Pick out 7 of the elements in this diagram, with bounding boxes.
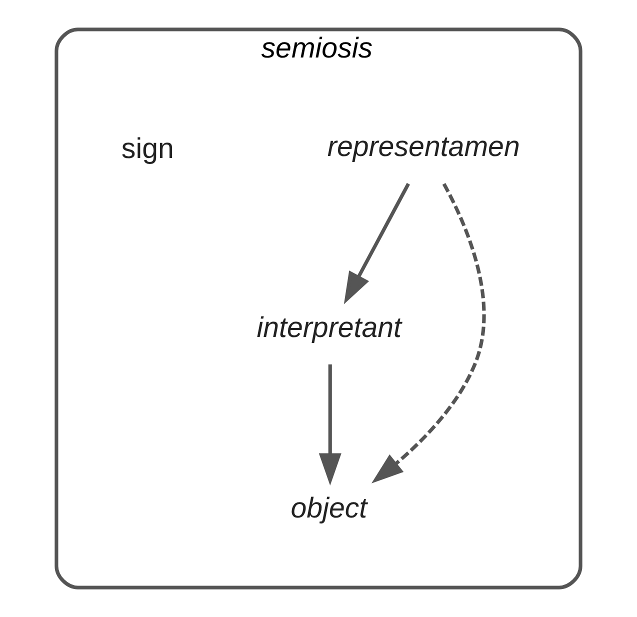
arrow bbox=[344, 182, 410, 304]
node-text: interpretant bbox=[256, 312, 402, 344]
node-text: object bbox=[290, 492, 368, 524]
label: sign bbox=[121, 132, 174, 165]
node-text: representamen bbox=[327, 131, 520, 164]
arrow bbox=[318, 364, 342, 486]
arrow bbox=[371, 183, 486, 484]
